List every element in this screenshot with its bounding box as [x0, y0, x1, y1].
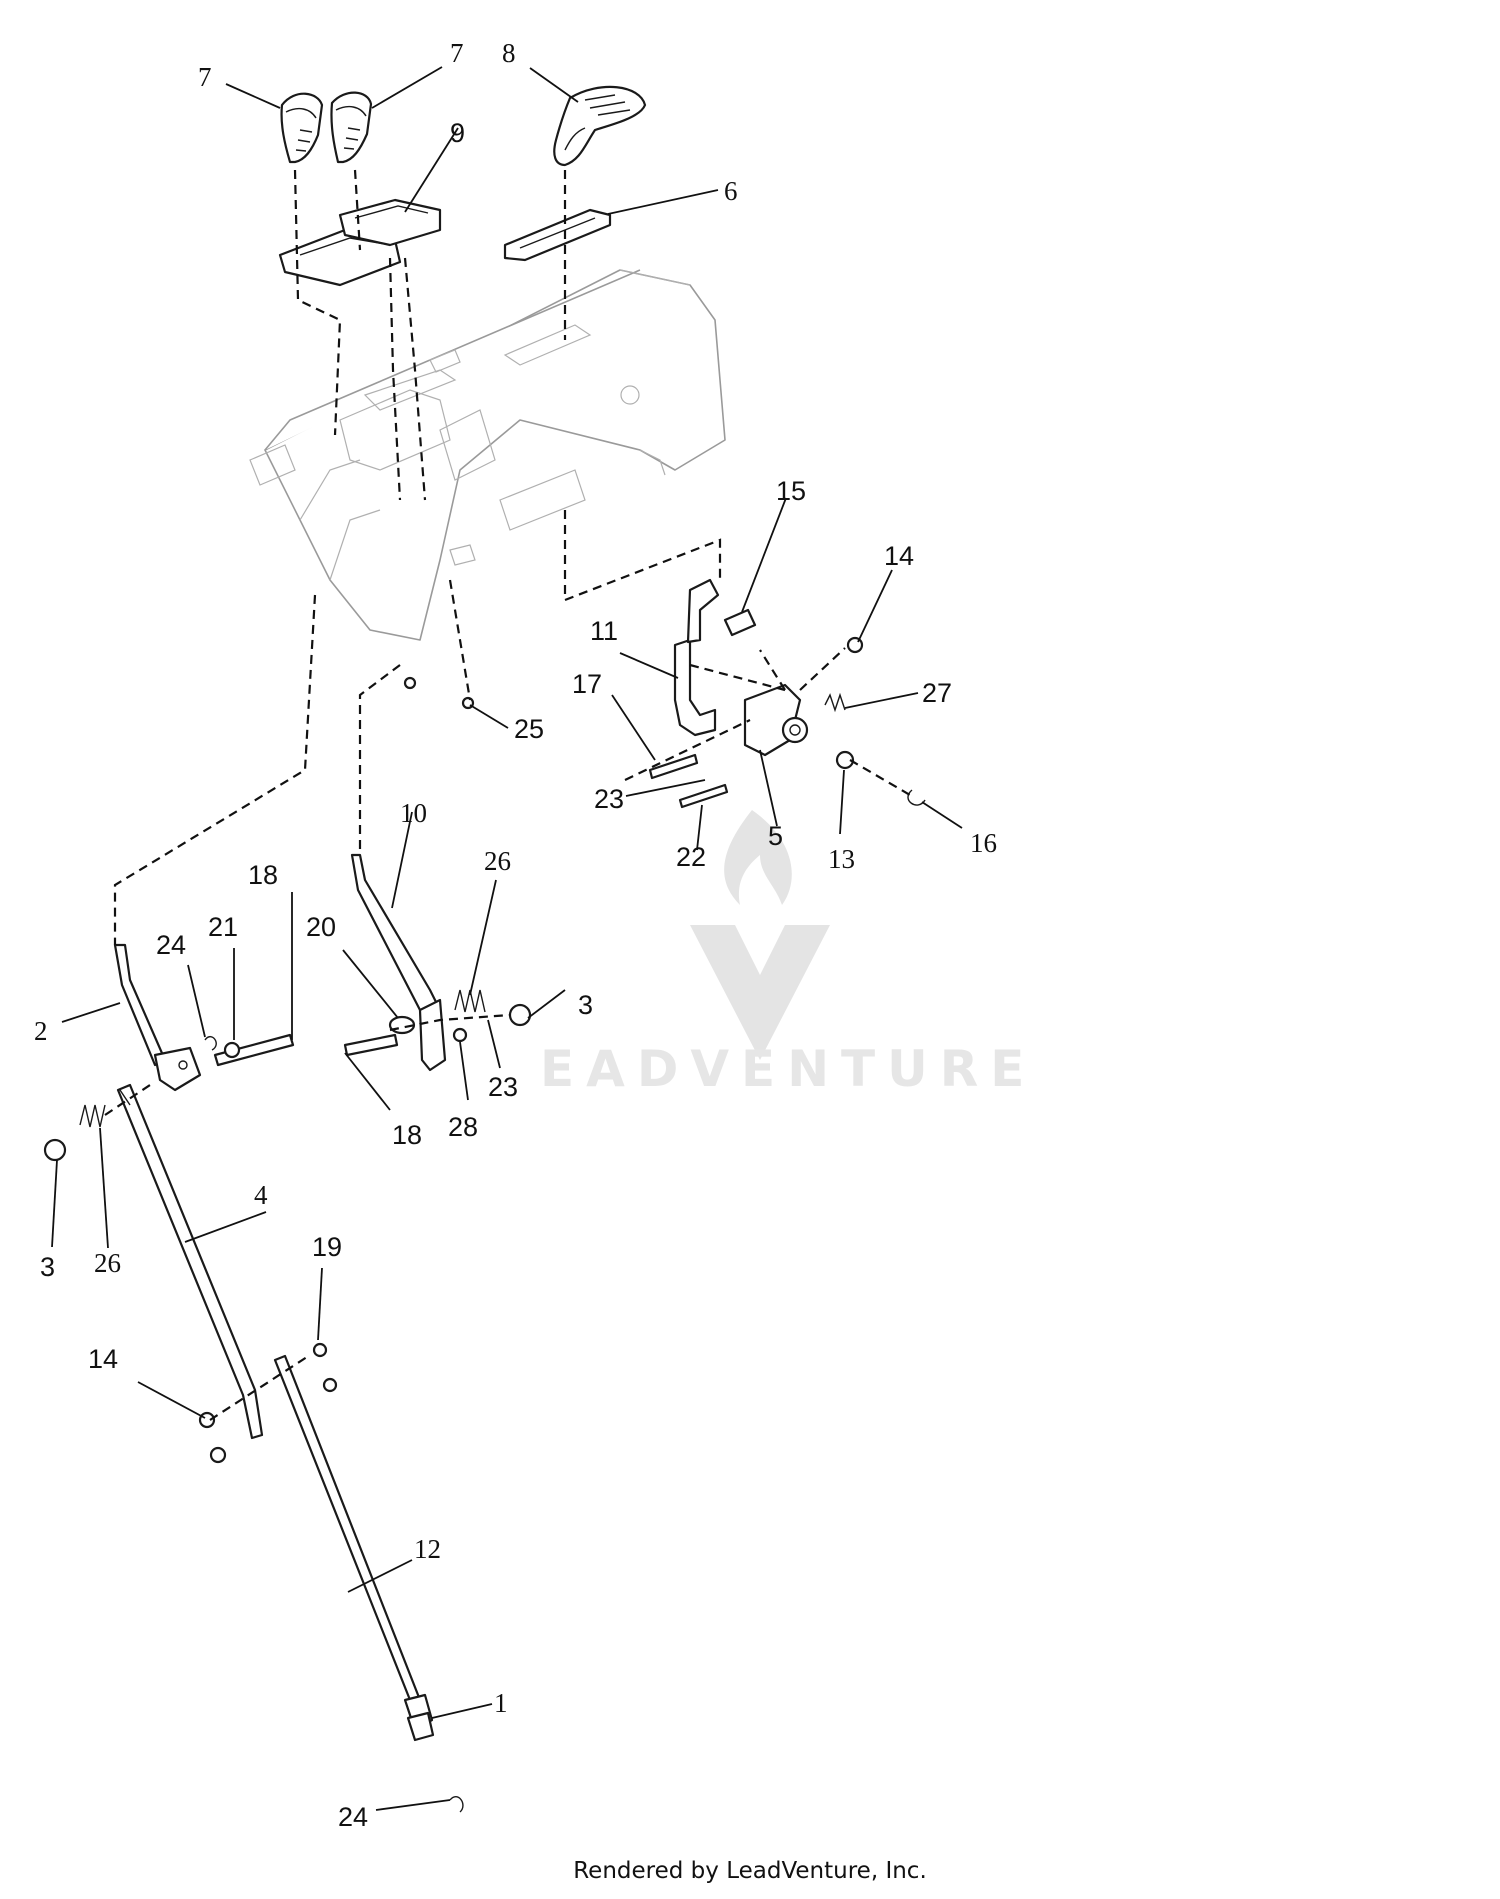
callout-21: 21: [208, 912, 238, 942]
pin-22: [678, 783, 729, 809]
callout-22: 22: [676, 842, 706, 872]
shift-handle-8: [553, 85, 647, 167]
bolt-19: [312, 1342, 328, 1358]
callout-11: 11: [590, 616, 618, 646]
callout-19: 19: [312, 1232, 342, 1262]
assembly-lines: [104, 169, 911, 1421]
control-knob-7a: [280, 92, 324, 164]
callout-14b: 14: [88, 1344, 118, 1374]
callout-27: 27: [922, 678, 952, 708]
callout-3a: 3: [578, 990, 593, 1020]
callout-17: 17: [572, 669, 602, 699]
callout-9: 9: [450, 118, 465, 148]
callout-numbers: 7 7 8 9 6 15 14 11 17 27 25 23 5 13 16 2…: [34, 38, 997, 1832]
callout-7a: 7: [198, 62, 212, 92]
spring-27: [824, 692, 846, 713]
washer-21: [223, 1041, 241, 1059]
spacer-28: [452, 1027, 468, 1043]
callout-26a: 26: [484, 846, 511, 876]
pin-24a: [204, 1035, 217, 1051]
lever-2: [113, 943, 202, 1092]
callout-16: 16: [970, 828, 997, 858]
callout-3b: 3: [40, 1252, 55, 1282]
callout-12: 12: [414, 1534, 441, 1564]
callout-18a: 18: [248, 860, 278, 890]
watermark: EADVENTURE: [540, 810, 1036, 1098]
callout-8: 8: [502, 38, 516, 68]
lever-11: [673, 578, 720, 737]
lever-10: [350, 853, 447, 1072]
spring-26a: [454, 989, 486, 1013]
callout-2: 2: [34, 1016, 48, 1046]
bracket-5: [743, 683, 809, 757]
callout-10: 10: [400, 798, 427, 828]
knob-plate-9: [278, 198, 442, 287]
callout-26b: 26: [94, 1248, 121, 1278]
spring-26b: [79, 1104, 106, 1128]
callout-13: 13: [828, 844, 855, 874]
leader-lines: [51, 66, 963, 1811]
bolt-19b: [322, 1377, 338, 1393]
bolt-18a: [343, 1033, 399, 1057]
callout-20: 20: [306, 912, 336, 942]
callout-7b: 7: [450, 38, 464, 68]
nut-14a: [846, 636, 864, 654]
nut-14c: [209, 1446, 227, 1464]
screw-25b: [403, 676, 417, 690]
rod-12: [273, 1354, 434, 1732]
callout-5: 5: [768, 821, 783, 851]
callout-24b: 24: [338, 1802, 368, 1832]
end-clip-1: [406, 1711, 435, 1742]
bushing-15: [723, 608, 757, 637]
callout-24a: 24: [156, 930, 186, 960]
washer-13: [835, 750, 855, 770]
nut-3b: [43, 1138, 67, 1162]
pin-24b: [449, 1795, 464, 1813]
callout-23a: 23: [594, 784, 624, 814]
watermark-text: EADVENTURE: [540, 1040, 1036, 1098]
callout-4: 4: [254, 1180, 268, 1210]
callout-14a: 14: [884, 541, 914, 571]
callout-15: 15: [776, 476, 806, 506]
pin-17: [648, 753, 699, 780]
control-knob-7b: [330, 91, 373, 164]
callout-6: 6: [724, 176, 738, 206]
callout-18b: 18: [392, 1120, 422, 1150]
nut-3a: [508, 1003, 532, 1027]
callout-1: 1: [494, 1688, 508, 1718]
footer-credit: Rendered by LeadVenture, Inc.: [573, 1858, 927, 1884]
console-housing: [249, 269, 726, 641]
watermark-flame-icon: [724, 810, 792, 905]
callout-28: 28: [448, 1112, 478, 1142]
shift-boot-6: [503, 208, 612, 262]
callout-23b: 23: [488, 1072, 518, 1102]
callout-25: 25: [514, 714, 544, 744]
rod-4: [116, 1083, 264, 1440]
watermark-v-icon: [690, 925, 830, 1060]
